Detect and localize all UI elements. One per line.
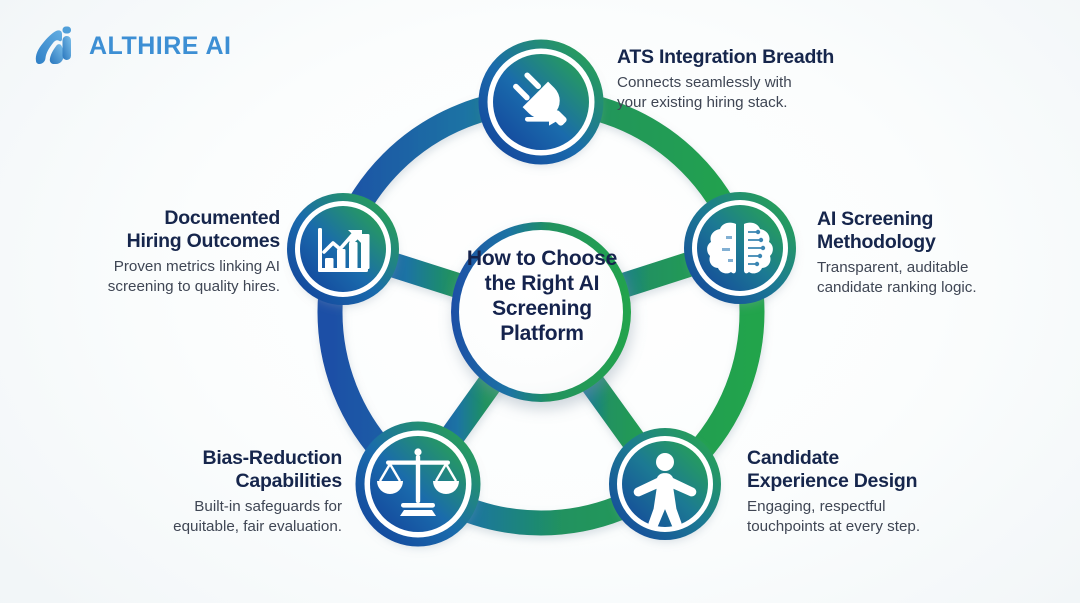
node-title-documented-hiring-outcomes: Documented Hiring Outcomes (126, 207, 281, 252)
node-desc-documented-hiring-outcomes: Proven metrics linking AI screening to q… (107, 258, 280, 295)
label-ai-screening-methodology: AI Screening Methodology Transparent, au… (817, 208, 1017, 297)
node-title-ats-integration-breadth: ATS Integration Breadth (617, 46, 835, 68)
althire-monogram-icon (35, 26, 71, 64)
growth-bar-chart-icon (318, 228, 370, 272)
node-ats-integration-breadth[interactable] (478, 39, 604, 165)
label-ats-integration-breadth: ATS Integration Breadth Connects seamles… (617, 46, 867, 112)
node-desc-bias-reduction-capabilities: Built-in safeguards for equitable, fair … (173, 498, 342, 535)
label-bias-reduction-capabilities: Bias-Reduction Capabilities Built-in saf… (150, 447, 342, 536)
node-title-bias-reduction-capabilities: Bias-Reduction Capabilities (202, 447, 342, 492)
node-bias-reduction-capabilities[interactable] (355, 421, 481, 547)
person-open-arms-icon (633, 453, 697, 529)
node-title-candidate-experience-design: Candidate Experience Design (747, 447, 918, 492)
plug-arrow-icon (513, 72, 567, 126)
hub-circle (451, 222, 631, 402)
balance-scales-icon (377, 448, 459, 516)
brand-name: ALTHIRE AI (89, 31, 232, 60)
label-candidate-experience-design: Candidate Experience Design Engaging, re… (747, 447, 997, 536)
node-documented-hiring-outcomes[interactable] (287, 193, 399, 305)
node-desc-candidate-experience-design: Engaging, respectful touchpoints at ever… (747, 498, 921, 535)
node-ai-screening-methodology[interactable] (684, 192, 796, 304)
brain-circuit-icon (707, 222, 773, 274)
node-desc-ats-integration-breadth: Connects seamlessly with your existing h… (617, 74, 792, 111)
node-title-ai-screening-methodology: AI Screening Methodology (817, 208, 936, 253)
node-desc-ai-screening-methodology: Transparent, auditable candidate ranking… (817, 259, 977, 296)
brand-logo: ALTHIRE AI (32, 24, 232, 68)
node-candidate-experience-design[interactable] (609, 428, 721, 540)
label-documented-hiring-outcomes: Documented Hiring Outcomes Proven metric… (82, 207, 280, 296)
